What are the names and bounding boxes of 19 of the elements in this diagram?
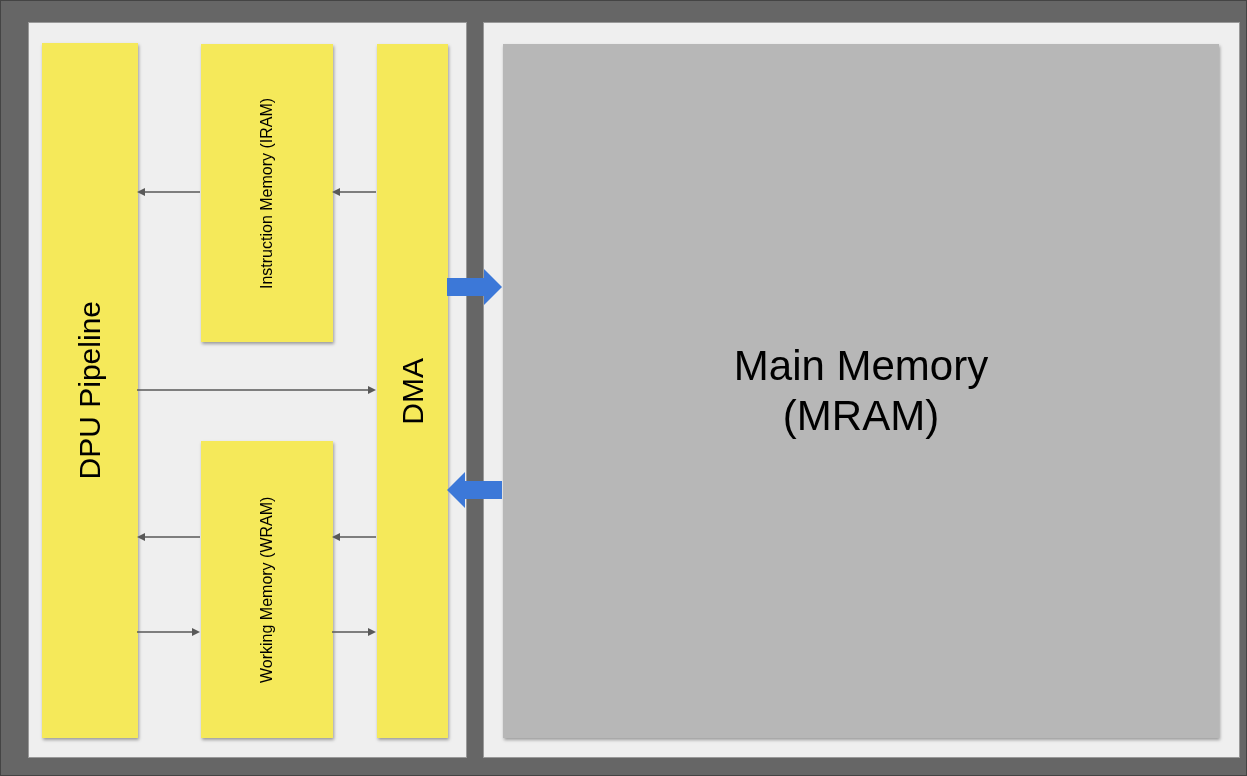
- block-label: Working Memory (WRAM): [257, 495, 277, 685]
- block-label: Main Memory (MRAM): [732, 340, 990, 441]
- arrow: [136, 628, 200, 636]
- block-label: DPU Pipeline: [72, 301, 107, 480]
- arrow: [136, 386, 376, 394]
- pipeline-block: [42, 43, 138, 738]
- dma-block: [377, 44, 448, 738]
- arrow: [137, 533, 201, 541]
- arrow: [332, 533, 377, 541]
- arrow: [332, 188, 377, 196]
- block-label: Instruction Memory (IRAM): [257, 96, 277, 291]
- block-label: DMA: [394, 357, 430, 425]
- block-arrow: [447, 269, 502, 305]
- panel: [28, 22, 467, 758]
- block-arrow: [447, 472, 502, 508]
- arrow: [331, 628, 376, 636]
- arrow: [137, 188, 201, 196]
- memory-block: [201, 441, 333, 738]
- memory-block: [201, 44, 333, 342]
